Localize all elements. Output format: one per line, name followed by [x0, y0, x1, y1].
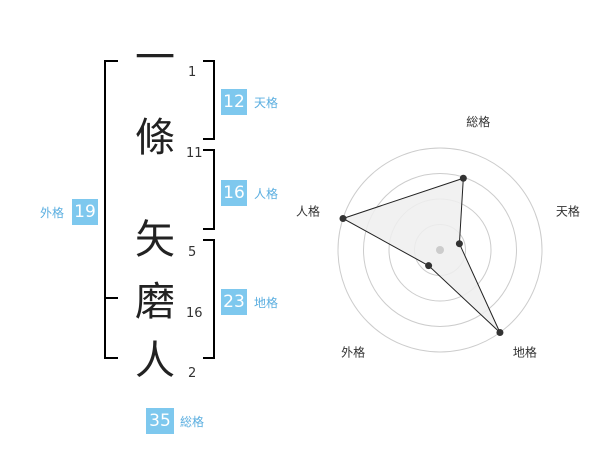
radar-point: [459, 174, 467, 182]
tenkaku-value: 12: [221, 89, 247, 115]
gaikaku-value: 19: [72, 199, 98, 225]
name-char-4: 磨: [135, 279, 175, 325]
jinkaku-label: 人格: [254, 187, 279, 201]
radar-axis-label: 総格: [466, 114, 490, 129]
name-char-1: 一: [135, 35, 175, 81]
tenkaku-label: 天格: [254, 96, 279, 110]
stroke-count-1: 1: [188, 65, 197, 80]
radar-ring: [363, 173, 517, 327]
soukaku-value: 35: [146, 408, 174, 434]
radar-axis-label: 天格: [556, 204, 580, 219]
jinkaku-value: 16: [221, 180, 247, 206]
chikaku-label: 地格: [254, 296, 279, 310]
tenkaku-bracket: [203, 60, 215, 140]
radar-point: [496, 329, 504, 337]
jinkaku-bracket: [203, 149, 215, 230]
soukaku-label: 総格: [180, 415, 205, 429]
radar-ring: [337, 147, 543, 353]
stroke-count-2: 11: [186, 146, 203, 161]
stroke-count-3: 5: [188, 245, 197, 260]
chikaku-bracket: [203, 239, 215, 359]
name-char-2: 條: [135, 115, 175, 161]
radar-point: [425, 262, 433, 270]
radar-axis-label: 外格: [341, 344, 365, 359]
gaikaku-label: 外格: [40, 206, 65, 220]
chikaku-value: 23: [221, 289, 247, 315]
gaikaku-bracket: [104, 60, 118, 359]
gaikaku-bracket-tick: [104, 297, 118, 299]
stroke-count-4: 16: [186, 306, 203, 321]
radar-axis-label: 人格: [296, 204, 320, 219]
radar-point: [455, 240, 463, 248]
radar-point: [339, 214, 347, 222]
name-char-5: 人: [135, 338, 175, 384]
radar-center: [436, 246, 444, 254]
radar-area: [341, 177, 501, 333]
name-char-3: 矢: [135, 217, 175, 263]
stroke-count-5: 2: [188, 366, 197, 381]
radar-axis-label: 地格: [513, 344, 537, 359]
